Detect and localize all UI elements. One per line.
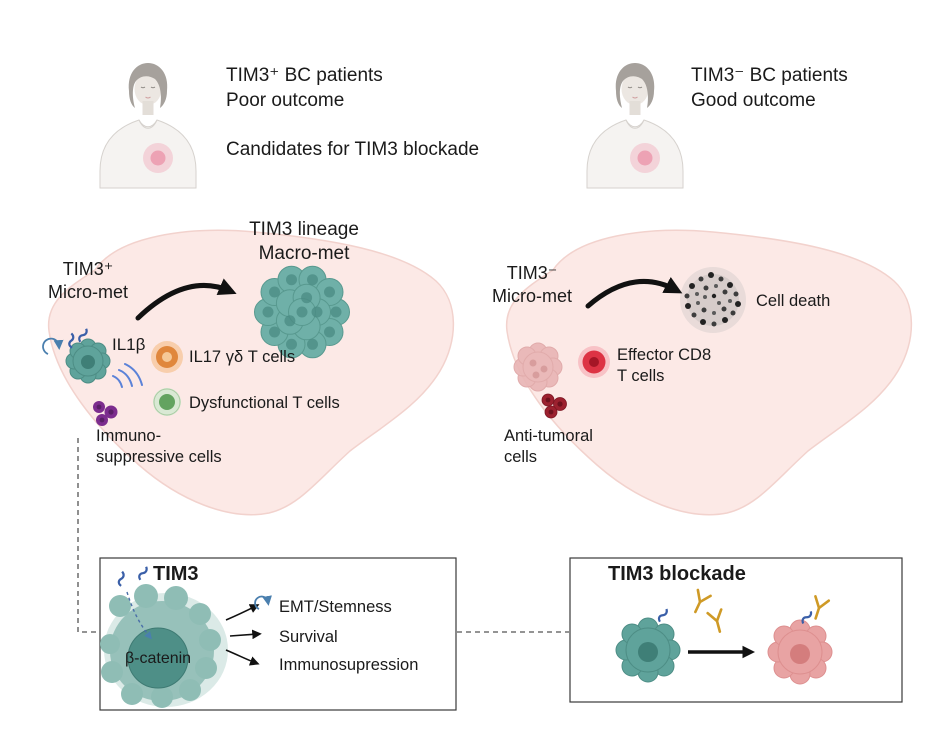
beta-catenin-nucleus — [127, 627, 189, 689]
dysfunctional-tcell-icon — [153, 388, 181, 416]
dying-micromet-cluster — [513, 342, 563, 392]
label-right-patient-line1: TIM3⁻ BC patients — [691, 65, 848, 86]
label-left-patient-line3: Candidates for TIM3 blockade — [226, 139, 480, 160]
label-il17-cells: IL17 γδ T cells — [189, 348, 296, 366]
anti-tumoral-cells-icon — [541, 393, 567, 419]
immunosuppressive-cells-icon — [93, 401, 118, 426]
label-left-patient-line1: TIM3⁺ BC patients — [226, 65, 383, 86]
blockade-box-title: TIM3 blockade — [608, 563, 746, 585]
blockade-pink-cell — [767, 608, 833, 685]
label-il1b: IL1β — [112, 335, 146, 354]
stemness-cycle-arrow-icon — [254, 595, 272, 610]
macromet-cluster — [254, 265, 350, 359]
progression-arrow-left — [135, 278, 237, 321]
label-micromet-right: TIM3⁻ Micro-met — [492, 263, 572, 307]
label-macromet: TIM3 lineage Macro-met — [249, 219, 359, 265]
label-survival: Survival — [279, 628, 338, 646]
il1b-secretion-waves-icon — [112, 363, 143, 388]
effector-cd8-cell-icon — [578, 346, 610, 378]
self-renewal-arrow-icon — [42, 337, 64, 355]
label-immunosuppressive-cells: Immuno- suppressive cells — [96, 427, 222, 467]
cell-death-cluster-icon — [680, 267, 746, 333]
connector-micromet-to-tim3box — [77, 438, 99, 633]
tim3-tumor-cell-illustration — [100, 564, 228, 708]
label-cell-death: Cell death — [756, 292, 831, 310]
label-beta-catenin: β-catenin — [124, 650, 192, 667]
label-micromet-left: TIM3⁺ Micro-met — [48, 259, 128, 303]
outcome-arrows — [225, 604, 262, 666]
tim3-box-title: TIM3 — [153, 563, 199, 585]
micromet-teal-cell — [65, 326, 111, 384]
label-emt-stemness: EMT/Stemness — [279, 598, 392, 616]
label-anti-tumoral: Anti-tumoral cells — [504, 427, 593, 467]
label-left-patient-line2: Poor outcome — [226, 90, 345, 111]
patient-left-figure — [99, 62, 197, 189]
label-right-patient-line2: Good outcome — [691, 90, 816, 111]
il17-gd-tcell-icon — [151, 341, 183, 373]
label-dysfunctional-cells: Dysfunctional T cells — [189, 394, 340, 412]
progression-arrow-right — [585, 276, 683, 309]
patient-right-figure — [586, 62, 684, 189]
blockade-teal-cell — [615, 606, 681, 683]
label-effector-cd8: Effector CD8 T cells — [617, 346, 712, 386]
label-immunosuppression: Immunosupression — [279, 656, 419, 674]
